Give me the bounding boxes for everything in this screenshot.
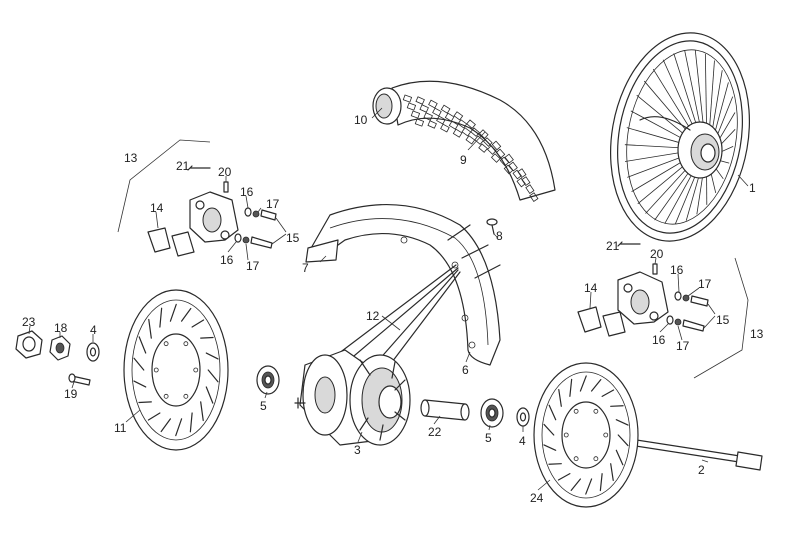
label-part-12: 12 bbox=[366, 309, 380, 323]
fork-rods bbox=[329, 264, 461, 379]
brake-disc-right bbox=[533, 362, 639, 508]
label-part-16-right-top: 16 bbox=[670, 263, 684, 277]
tire-tread bbox=[402, 94, 539, 202]
label-part-7: 7 bbox=[302, 261, 309, 275]
label-part-16-left-bottom: 16 bbox=[220, 253, 234, 267]
label-part-20-left: 20 bbox=[218, 165, 232, 179]
label-part-9: 9 bbox=[460, 153, 467, 167]
label-part-6: 6 bbox=[462, 363, 469, 377]
label-part-16-right-bottom: 16 bbox=[652, 333, 666, 347]
axle-nut bbox=[49, 335, 71, 361]
wheel-hub bbox=[294, 349, 411, 446]
bearing-left bbox=[256, 365, 280, 395]
label-part-15-left: 15 bbox=[286, 231, 300, 245]
bearing-right bbox=[480, 398, 504, 428]
label-part-21-right: 21 bbox=[606, 239, 620, 253]
label-part-4-left: 4 bbox=[90, 323, 97, 337]
label-part-10: 10 bbox=[354, 113, 368, 127]
label-part-23: 23 bbox=[22, 315, 36, 329]
label-part-8: 8 bbox=[496, 229, 503, 243]
brake-disc-left bbox=[123, 289, 229, 451]
label-part-21-left: 21 bbox=[176, 159, 190, 173]
label-part-16-left-top: 16 bbox=[240, 185, 254, 199]
tire bbox=[372, 80, 556, 202]
label-part-13-right: 13 bbox=[750, 327, 764, 341]
label-part-14-left: 14 bbox=[150, 201, 164, 215]
label-part-17-right-bottom: 17 bbox=[676, 339, 690, 353]
label-part-19: 19 bbox=[64, 387, 78, 401]
axle-spacer bbox=[420, 399, 470, 421]
label-part-17-left-top: 17 bbox=[266, 197, 280, 211]
front-fender bbox=[305, 203, 501, 366]
bolts-left bbox=[187, 165, 277, 249]
label-part-18: 18 bbox=[54, 321, 68, 335]
label-part-1: 1 bbox=[749, 181, 756, 195]
bolts-right bbox=[617, 241, 709, 332]
washer-right bbox=[516, 407, 530, 427]
caliper-right bbox=[617, 271, 669, 325]
label-part-22: 22 bbox=[428, 425, 442, 439]
small-bolt bbox=[68, 373, 91, 386]
label-part-17-right-top: 17 bbox=[698, 277, 712, 291]
leader-lines bbox=[28, 107, 749, 491]
label-part-4-right: 4 bbox=[519, 434, 526, 448]
label-part-15-right: 15 bbox=[716, 313, 730, 327]
label-part-20-right: 20 bbox=[650, 247, 664, 261]
brake-pads-right bbox=[577, 306, 626, 337]
washer-left bbox=[86, 342, 100, 362]
label-part-13-left: 13 bbox=[124, 151, 138, 165]
label-part-11: 11 bbox=[114, 421, 127, 435]
label-part-14-right: 14 bbox=[584, 281, 598, 295]
fender-screw bbox=[486, 218, 498, 235]
label-part-5-left: 5 bbox=[260, 399, 267, 413]
wheel-assembly bbox=[609, 32, 751, 242]
label-part-3: 3 bbox=[354, 443, 361, 457]
caliper-left bbox=[189, 191, 239, 243]
brake-pads-left bbox=[147, 227, 195, 257]
label-part-2: 2 bbox=[698, 463, 705, 477]
axle-cap bbox=[15, 330, 43, 359]
label-part-24: 24 bbox=[530, 491, 544, 505]
label-part-17-left-bottom: 17 bbox=[246, 259, 260, 273]
part-labels: 1 2 3 4 4 5 5 6 7 8 9 10 11 12 13 13 14 … bbox=[22, 113, 764, 505]
label-part-5-right: 5 bbox=[485, 431, 492, 445]
